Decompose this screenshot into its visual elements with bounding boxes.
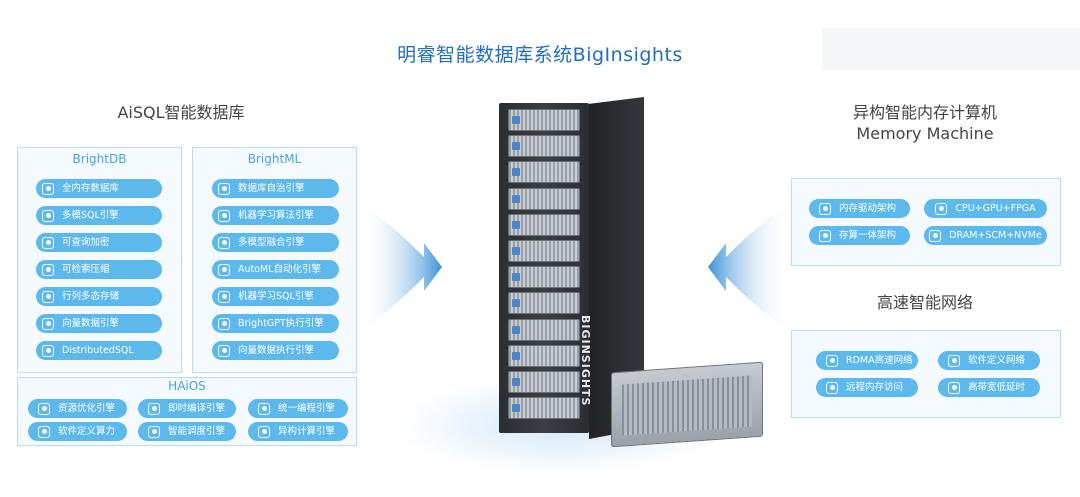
module-icon xyxy=(42,344,54,357)
server-unit xyxy=(508,371,580,393)
corner-placeholder xyxy=(822,28,1080,70)
module-icon xyxy=(948,381,960,394)
server-unit xyxy=(508,318,580,341)
module-icon xyxy=(218,344,230,357)
module-icon xyxy=(948,354,960,367)
module-icon xyxy=(258,425,270,438)
module-icon xyxy=(218,236,230,249)
module-icon xyxy=(218,317,230,330)
brightml-item: 向量数据执行引擎 xyxy=(212,341,339,360)
arrow-left-icon xyxy=(708,205,788,330)
server-unit xyxy=(508,213,580,236)
memory-heading: 异构智能内存计算机 Memory Machine xyxy=(852,103,997,143)
haios-title: HAiOS xyxy=(168,379,206,393)
haios-item: 即时编译引擎 xyxy=(138,399,236,418)
brightml-item: 多模型融合引擎 xyxy=(212,233,339,252)
module-icon xyxy=(38,425,50,438)
network-item: 软件定义网络 xyxy=(938,351,1040,370)
haios-item: 软件定义算力 xyxy=(28,422,127,441)
network-heading: 高速智能网络 xyxy=(876,293,973,312)
server-unit xyxy=(508,135,580,158)
brightdb-item: 多模SQL引擎 xyxy=(36,206,162,225)
memory-item: 存算一体架构 xyxy=(809,226,910,245)
page-title: 明睿智能数据库系统BigInsights xyxy=(397,44,683,66)
brightdb-item: 向量数据引擎 xyxy=(36,314,162,333)
haios-panel: HAiOS 资源优化引擎 即时编译引擎 统一编程引擎 软件定义算力 智能调度引擎… xyxy=(17,377,357,446)
module-icon xyxy=(218,290,230,303)
brightdb-panel: BrightDB 全内存数据库 多模SQL引擎 可查询加密 可检索压缩 行列多态… xyxy=(17,147,182,373)
biginsights-logo: BIGINSIGHTS xyxy=(579,315,592,407)
brightdb-item: 全内存数据库 xyxy=(36,179,162,198)
brightdb-item: DistributedSQL xyxy=(36,341,162,360)
module-icon xyxy=(929,229,942,242)
server-unit xyxy=(508,109,580,131)
module-icon xyxy=(935,202,948,215)
module-icon xyxy=(42,263,54,276)
memory-panel: 内存驱动架构 CPU+GPU+FPGA 存算一体架构 DRAM+SCM+NVMe xyxy=(791,178,1061,266)
module-icon xyxy=(218,263,230,276)
haios-item: 异构计算引擎 xyxy=(248,422,348,441)
memory-item: CPU+GPU+FPGA xyxy=(924,199,1047,218)
brightml-item: BrightGPT执行引擎 xyxy=(212,314,339,333)
module-icon xyxy=(218,209,230,222)
module-icon xyxy=(42,317,54,330)
module-icon xyxy=(819,229,831,242)
module-icon xyxy=(148,402,160,415)
brightml-title: BrightML xyxy=(247,152,302,166)
module-icon xyxy=(38,402,50,415)
network-item: RDMA高速网络 xyxy=(816,351,918,370)
module-icon xyxy=(218,182,230,195)
haios-item: 智能调度引擎 xyxy=(138,422,236,441)
module-icon xyxy=(42,236,54,249)
brightml-item: AutoML自动化引擎 xyxy=(212,260,339,279)
network-item: 远程内存访问 xyxy=(816,378,918,397)
brightdb-item: 可查询加密 xyxy=(36,233,162,252)
server-unit xyxy=(508,344,580,367)
module-icon xyxy=(258,402,270,415)
haios-item: 统一编程引擎 xyxy=(248,399,348,418)
server-unit xyxy=(508,292,580,315)
module-icon xyxy=(42,182,54,195)
module-icon xyxy=(42,209,54,222)
memory-item: 内存驱动架构 xyxy=(809,199,910,218)
network-panel: RDMA高速网络 软件定义网络 远程内存访问 高带宽低延时 xyxy=(791,330,1061,418)
haios-item: 资源优化引擎 xyxy=(28,399,127,418)
module-icon xyxy=(826,354,838,367)
rack-front xyxy=(499,103,589,433)
memory-item: DRAM+SCM+NVMe xyxy=(924,226,1047,245)
server-unit xyxy=(508,397,580,420)
module-icon xyxy=(819,202,831,215)
server-unit xyxy=(508,266,580,289)
server-unit xyxy=(508,240,580,262)
server-unit xyxy=(508,161,580,184)
server-unit xyxy=(508,187,580,210)
brightml-item: 数据库自治引擎 xyxy=(212,179,339,198)
small-server-image xyxy=(611,361,763,448)
brightml-item: 机器学习SQL引擎 xyxy=(212,287,339,306)
arrow-right-icon xyxy=(362,205,442,330)
brightdb-title: BrightDB xyxy=(72,152,127,166)
module-icon xyxy=(148,425,160,438)
brightml-panel: BrightML 数据库自治引擎 机器学习算法引擎 多模型融合引擎 AutoML… xyxy=(192,147,357,373)
brightdb-item: 可检索压缩 xyxy=(36,260,162,279)
brightdb-item: 行列多态存储 xyxy=(36,287,162,306)
network-item: 高带宽低延时 xyxy=(938,378,1040,397)
module-icon xyxy=(826,381,838,394)
module-icon xyxy=(42,290,54,303)
aisql-heading: AiSQL智能数据库 xyxy=(117,103,245,122)
brightml-item: 机器学习算法引擎 xyxy=(212,206,339,225)
